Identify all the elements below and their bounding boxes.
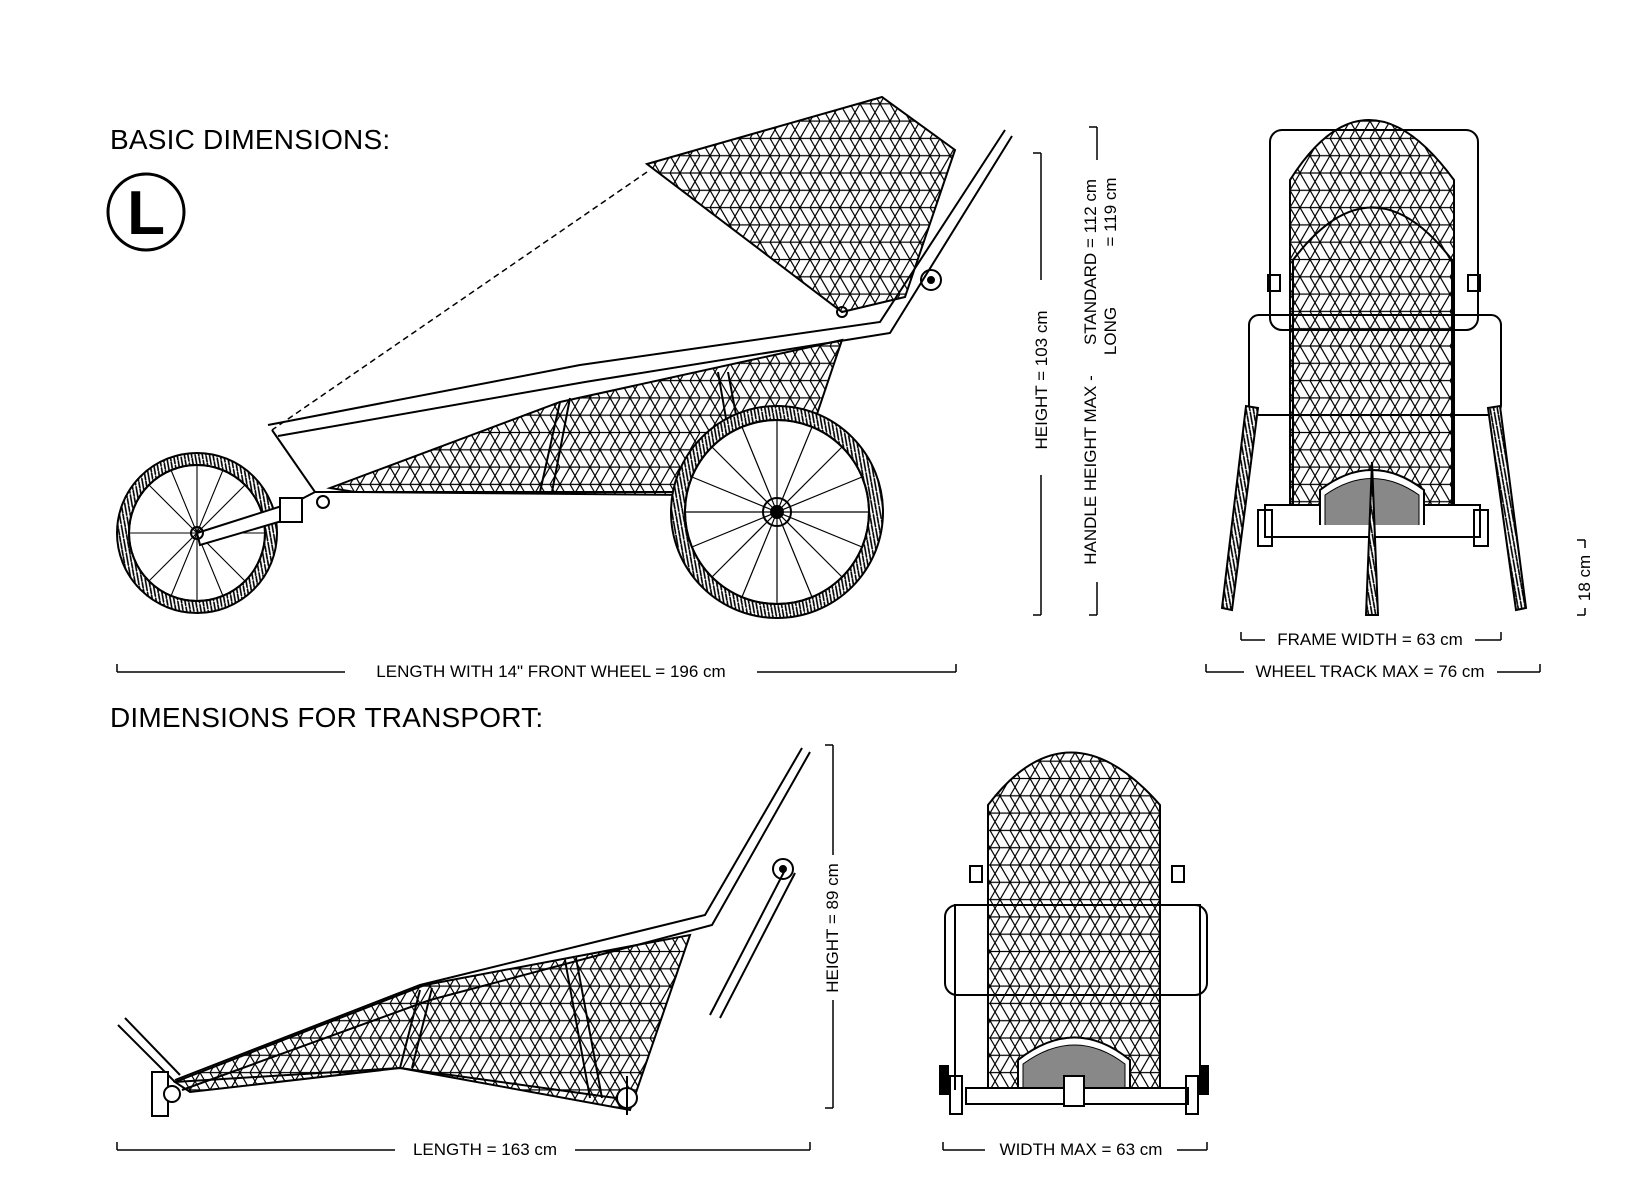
frame-width-dimension: [1240, 632, 1502, 641]
transport-height-label: HEIGHT = 89 cm: [823, 863, 842, 993]
height-dimension: [1033, 152, 1042, 616]
wheel-track-dimension: [1205, 664, 1541, 673]
transport-front-view: [939, 751, 1209, 1115]
transport-side-view: [117, 747, 811, 1117]
transport-dimensions-heading: DIMENSIONS FOR TRANSPORT:: [110, 702, 544, 733]
handle-standard-label: STANDARD = 112 cm: [1081, 179, 1100, 345]
ground-clearance-label: 18 cm: [1575, 555, 1594, 601]
transport-width-dimension: [942, 1142, 1208, 1151]
length-dimension: [116, 664, 957, 673]
transport-length-dimension: [116, 1142, 811, 1151]
transport-length-label: LENGTH = 163 cm: [413, 1140, 557, 1159]
height-label: HEIGHT = 103 cm: [1032, 310, 1051, 449]
wheel-track-label: WHEEL TRACK MAX = 76 cm: [1255, 662, 1484, 681]
transport-front-mesh: [987, 751, 1161, 1091]
size-badge-letter: L: [127, 179, 165, 248]
front-view-stroller: [1220, 119, 1528, 616]
side-view-stroller: [116, 95, 1013, 619]
transport-seat-mesh: [172, 933, 692, 1112]
transport-width-label: WIDTH MAX = 63 cm: [1000, 1140, 1163, 1159]
front-wheel: [116, 452, 330, 614]
front-canopy: [1289, 119, 1455, 506]
ground-clearance-dimension: [1577, 539, 1586, 616]
length-label: LENGTH WITH 14" FRONT WHEEL = 196 cm: [376, 662, 725, 681]
size-badge: L: [106, 172, 186, 252]
handle-long-value: = 119 cm: [1101, 177, 1120, 246]
frame-width-label: FRAME WIDTH = 63 cm: [1277, 630, 1463, 649]
canopy: [644, 95, 957, 314]
transport-height-dimension: [825, 744, 834, 1109]
basic-dimensions-heading: BASIC DIMENSIONS:: [110, 124, 391, 155]
handle-long-label: LONG: [1101, 307, 1120, 355]
handle-height-dimension: [1089, 126, 1098, 616]
handle-height-label: HANDLE HEIGHT MAX -: [1081, 375, 1100, 565]
rear-wheel: [670, 405, 884, 619]
